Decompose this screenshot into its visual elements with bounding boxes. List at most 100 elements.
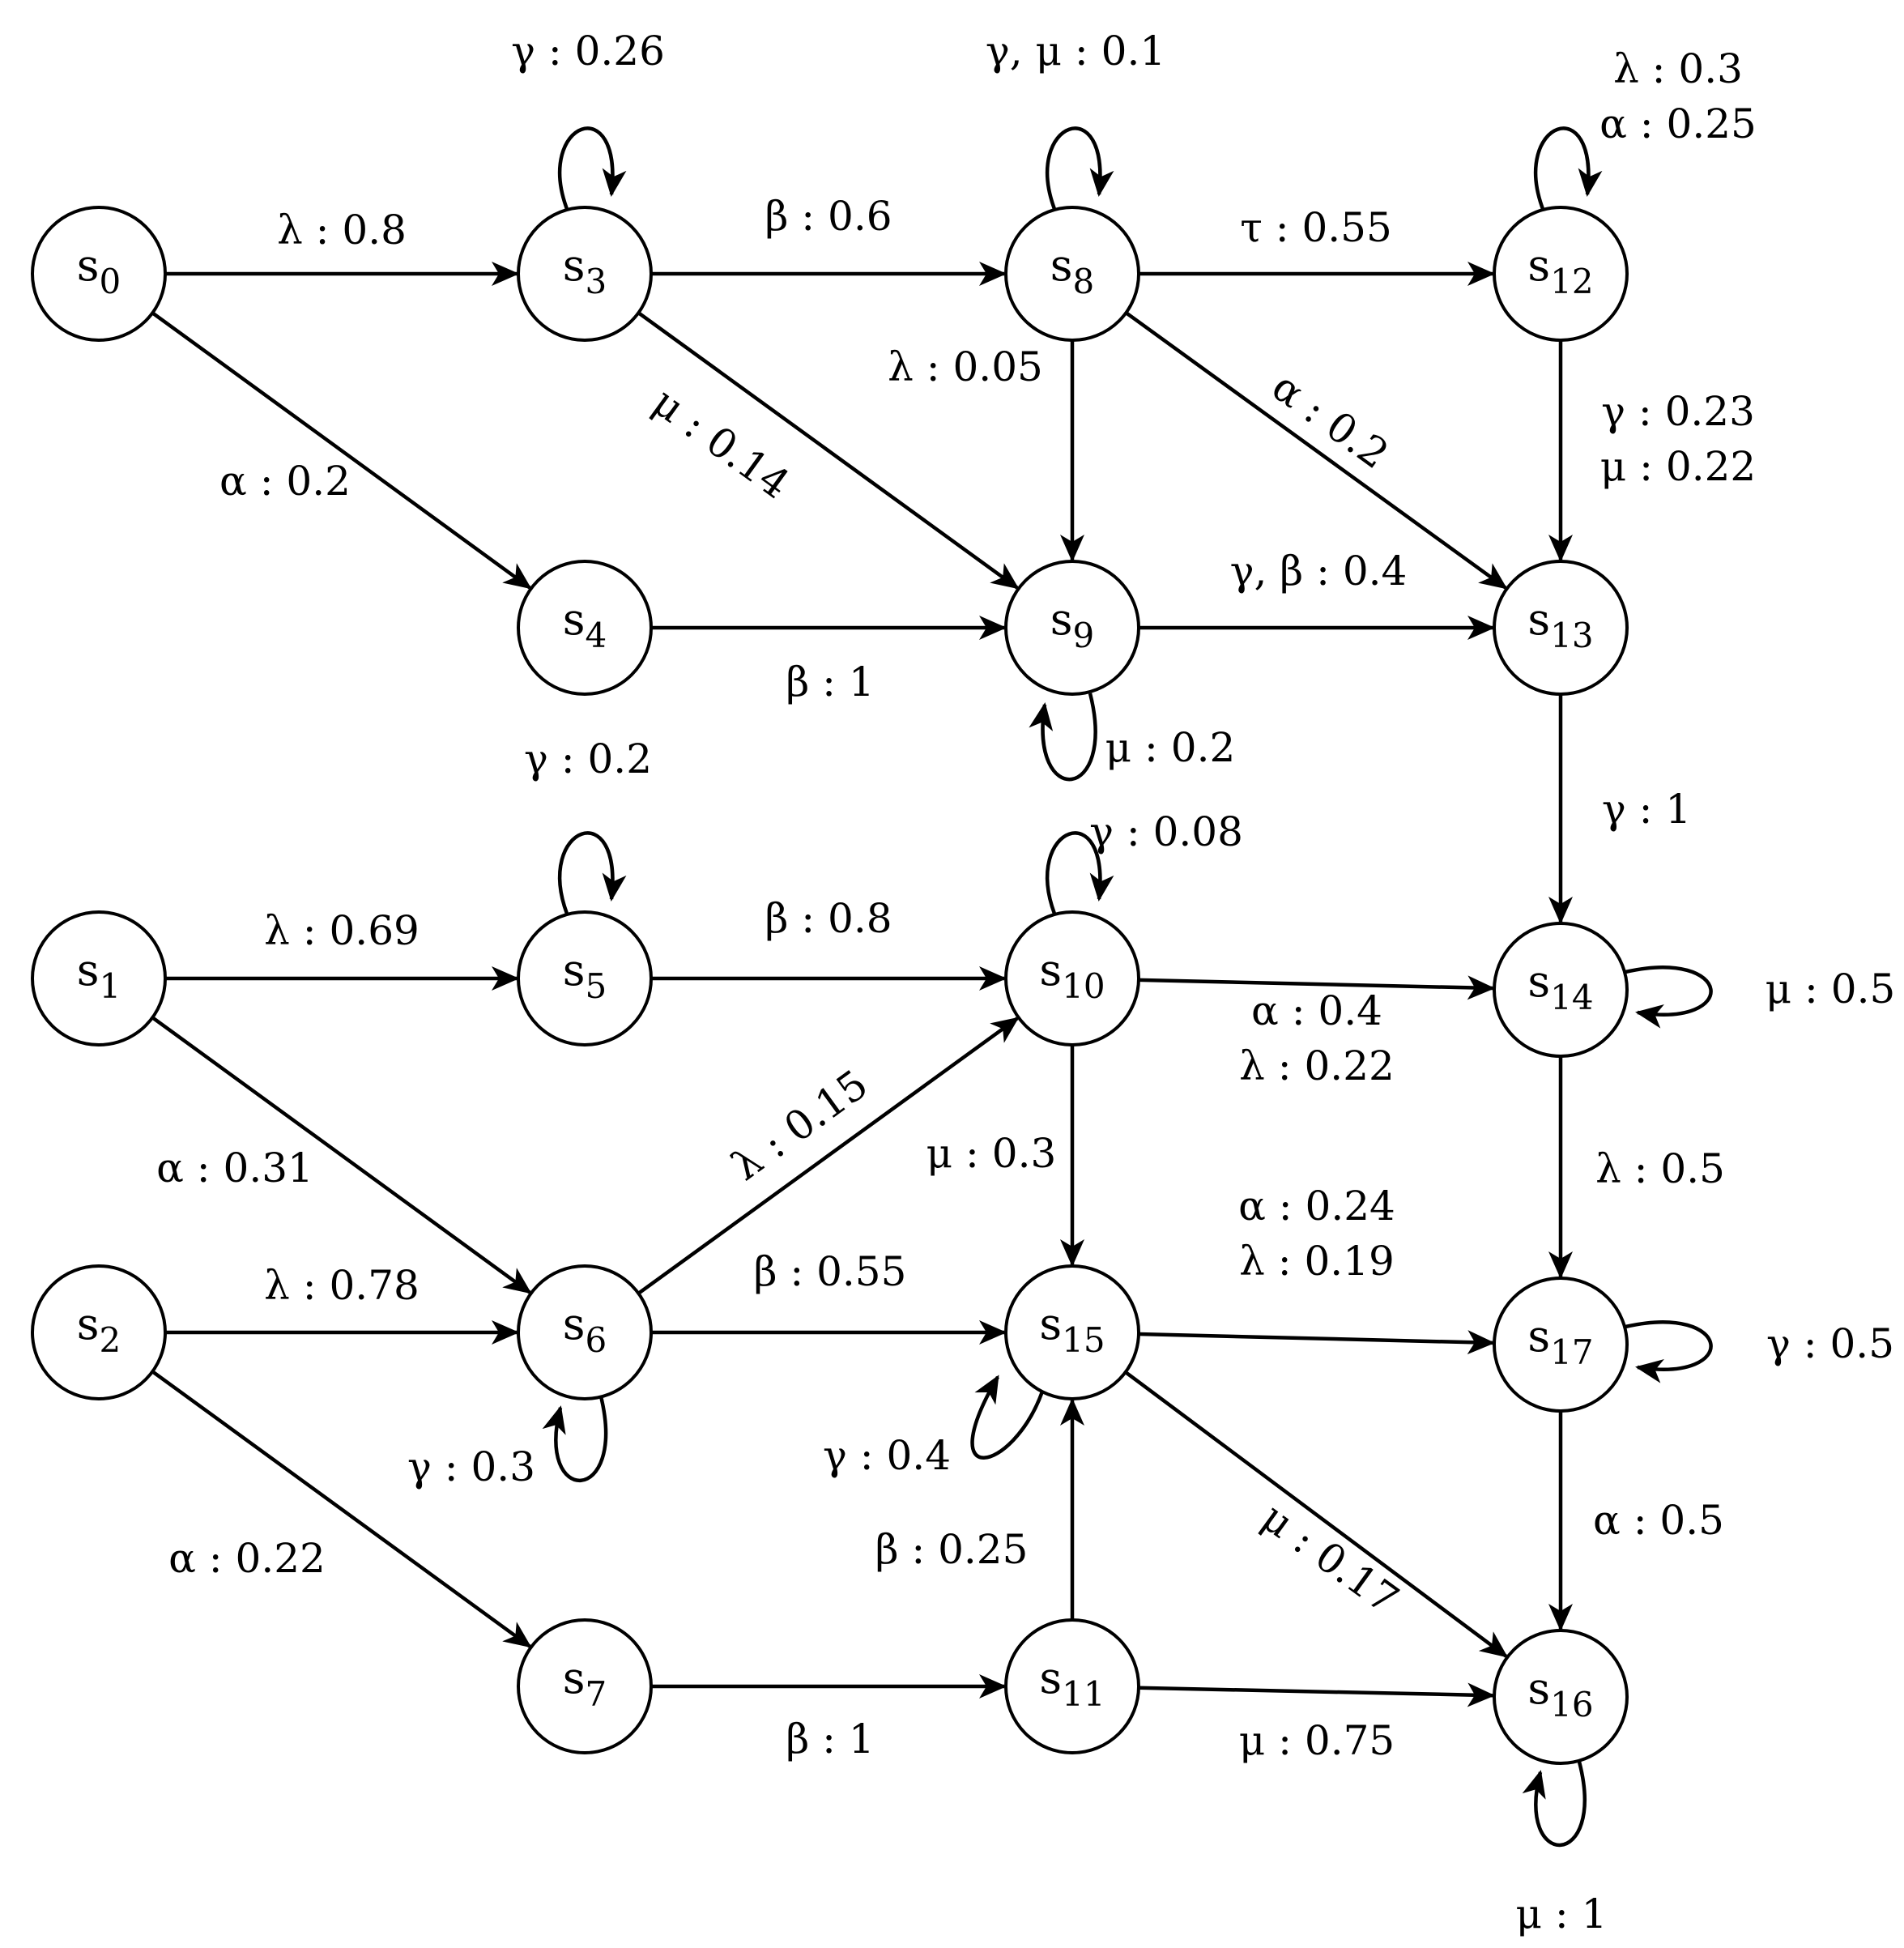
self-loop-s9 <box>1029 693 1097 782</box>
node-s4: s4 <box>517 560 653 696</box>
node-label-s15: s15 <box>1039 1298 1105 1360</box>
node-label-s2: s2 <box>77 1298 121 1360</box>
node-s9: s9 <box>1004 560 1140 696</box>
node-circle-s4 <box>517 560 653 696</box>
node-s14: s14 <box>1493 922 1629 1058</box>
self-loop-label-s3: γ : 0.26 <box>511 28 665 75</box>
node-circle-s13 <box>1493 560 1629 696</box>
node-s1: s1 <box>31 910 167 1046</box>
node-label-s1: s1 <box>77 944 121 1006</box>
self-loop-s5 <box>557 831 627 914</box>
node-circle-s17 <box>1493 1277 1629 1413</box>
edge-label-s5-to-s10: β : 0.8 <box>765 895 892 942</box>
self-loop-s8 <box>1045 126 1114 210</box>
self-loop-label-s9: μ : 0.2 <box>1105 724 1236 771</box>
node-label-s7: s7 <box>563 1652 607 1714</box>
edge-label-s6-to-s10: λ : 0.15 <box>723 1060 876 1190</box>
node-circle-s12 <box>1493 206 1629 342</box>
self-loop-label-s17: γ : 0.5 <box>1766 1320 1894 1367</box>
edge-label-s14-to-s17: λ : 0.5 <box>1595 1145 1725 1192</box>
edge-label-s10-to-s15: μ : 0.3 <box>926 1130 1057 1177</box>
edge-s8-to-s13 <box>1125 311 1508 590</box>
edge-label-s4-to-s9: β : 1 <box>786 659 874 705</box>
edge-label-s0-to-s4: α : 0.2 <box>219 458 351 505</box>
nodes-layer: s0 s1 s2 s3 s4 s5 s6 s7 s8 s9 s10 s11 s12 s13 s14 s15 s1… <box>31 206 1629 1765</box>
edge-s15-to-s16 <box>1124 1370 1509 1658</box>
node-s7: s7 <box>517 1618 653 1754</box>
node-s0: s0 <box>31 206 167 342</box>
edge-s10-to-s14 <box>1138 975 1496 1000</box>
node-label-s16: s16 <box>1527 1663 1593 1724</box>
node-s10: s10 <box>1004 910 1140 1046</box>
edge-label-s7-to-s11: β : 1 <box>786 1716 874 1763</box>
self-loop-s12 <box>1533 126 1603 210</box>
self-loop-s17 <box>1625 1320 1713 1383</box>
node-label-s6: s6 <box>563 1298 607 1360</box>
edge-label-s2-to-s6: λ : 0.78 <box>264 1262 420 1309</box>
self-loop-s16 <box>1522 1761 1587 1848</box>
node-label-s12: s12 <box>1527 240 1593 301</box>
node-circle-s10 <box>1004 910 1140 1046</box>
node-circle-s8 <box>1004 206 1140 342</box>
self-loop-label-s10: γ : 0.08 <box>1089 808 1243 855</box>
edge-label-s1-to-s5: λ : 0.69 <box>264 907 420 954</box>
edge-label-s15-to-s16: μ : 0.17 <box>1254 1494 1408 1623</box>
node-circle-s6 <box>517 1264 653 1400</box>
edge-s6-to-s10 <box>637 1017 1020 1295</box>
edge-label-s11-to-s16: μ : 0.75 <box>1239 1717 1395 1764</box>
self-loop-label-s16: μ : 1 <box>1516 1890 1608 1937</box>
node-s15: s15 <box>1004 1264 1140 1400</box>
self-loop-label-s5: γ : 0.2 <box>524 735 652 782</box>
self-loop-s10 <box>1045 831 1114 914</box>
node-s13: s13 <box>1493 560 1629 696</box>
node-label-s17: s17 <box>1527 1311 1593 1372</box>
node-label-s8: s8 <box>1050 240 1094 301</box>
node-s5: s5 <box>517 910 653 1046</box>
node-circle-s3 <box>517 206 653 342</box>
node-s17: s17 <box>1493 1277 1629 1413</box>
edge-s15-to-s17 <box>1138 1330 1496 1355</box>
edge-label-s3-to-s9: μ : 0.14 <box>645 378 799 508</box>
node-label-s4: s4 <box>563 594 607 655</box>
node-circle-s5 <box>517 910 653 1046</box>
edge-label-s3-to-s8: β : 0.6 <box>765 193 892 240</box>
node-label-s5: s5 <box>563 944 607 1006</box>
node-s12: s12 <box>1493 206 1629 342</box>
edge-label-s13-to-s14: γ : 1 <box>1602 786 1691 833</box>
edge-s1-to-s6 <box>151 1016 532 1294</box>
self-loop-label-s15: γ : 0.4 <box>823 1432 951 1479</box>
self-loop-label-s14: μ : 0.5 <box>1766 965 1896 1012</box>
node-circle-s9 <box>1004 560 1140 696</box>
node-s8: s8 <box>1004 206 1140 342</box>
node-circle-s0 <box>31 206 167 342</box>
self-loop-s14 <box>1625 965 1713 1029</box>
edge-label-s8-to-s12: τ : 0.55 <box>1240 204 1392 251</box>
node-s6: s6 <box>517 1264 653 1400</box>
edge-label-s11-to-s15: β : 0.25 <box>875 1526 1029 1573</box>
node-label-s13: s13 <box>1527 594 1593 655</box>
node-circle-s11 <box>1004 1618 1140 1754</box>
self-loop-label-s8: γ, μ : 0.1 <box>986 28 1165 75</box>
node-label-s14: s14 <box>1527 956 1593 1017</box>
self-loops-layer <box>542 126 1713 1848</box>
edge-label-s17-to-s16: α : 0.5 <box>1593 1497 1724 1544</box>
node-circle-s7 <box>517 1618 653 1754</box>
edge-s3-to-s9 <box>637 311 1020 590</box>
self-loop-label-s6: γ : 0.3 <box>407 1443 535 1490</box>
edge-label-s9-to-s13: γ, β : 0.4 <box>1230 548 1408 595</box>
edge-label-s2-to-s7: α : 0.22 <box>168 1535 326 1582</box>
node-circle-s14 <box>1493 922 1629 1058</box>
edge-label-s8-to-s9: λ : 0.05 <box>888 343 1043 390</box>
node-label-s11: s11 <box>1039 1652 1105 1714</box>
node-label-s3: s3 <box>563 240 607 301</box>
node-circle-s1 <box>31 910 167 1046</box>
node-label-s0: s0 <box>77 240 121 301</box>
node-circle-s15 <box>1004 1264 1140 1400</box>
self-loop-s15 <box>970 1375 1045 1460</box>
node-s2: s2 <box>31 1264 167 1400</box>
